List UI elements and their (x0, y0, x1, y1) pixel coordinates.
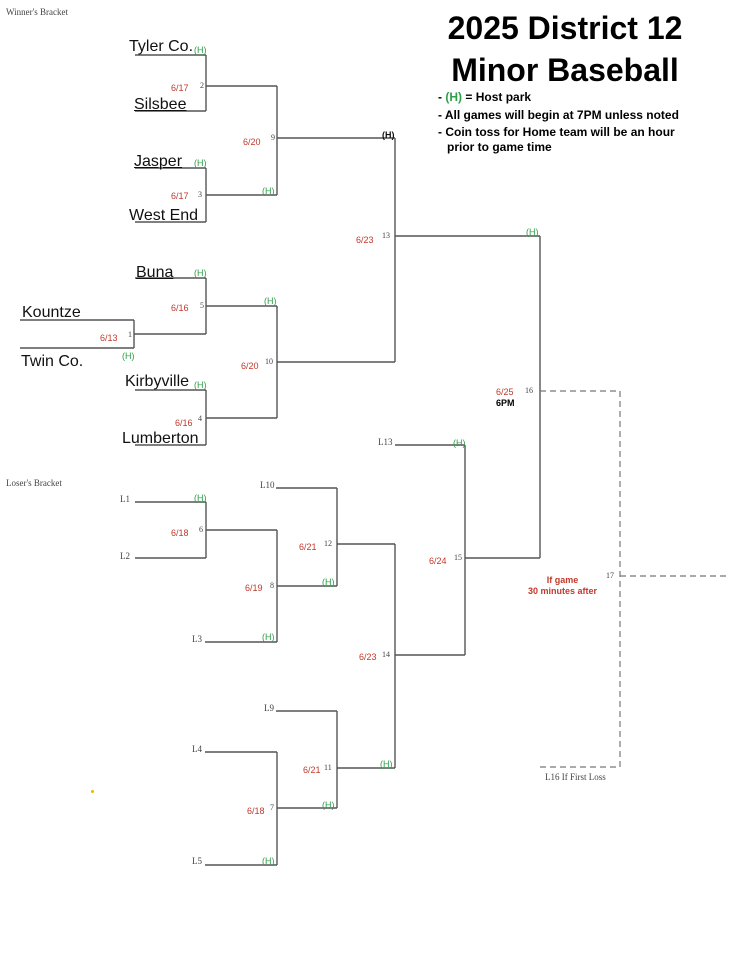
host-marker: (H) (262, 632, 275, 642)
game-number: 7 (270, 803, 274, 812)
host-marker: (H) (453, 438, 466, 448)
game-number: 9 (271, 133, 275, 142)
game-number: 1 (128, 330, 132, 339)
game-date: 6/21 (299, 542, 317, 552)
if-game-note-1: If game (546, 575, 579, 585)
game-date: 6/13 (100, 333, 118, 343)
host-marker: (H) (194, 493, 207, 503)
loser-slot: L2 (120, 551, 130, 561)
host-marker: (H) (194, 380, 207, 390)
game-number: 2 (200, 81, 204, 90)
game-number: 11 (324, 763, 332, 772)
loser-slot: L3 (192, 634, 202, 644)
game-date: 6/25 (496, 387, 514, 397)
team-west-end: West End (129, 207, 199, 224)
game-number: 15 (454, 553, 462, 562)
loser-slot: L4 (192, 744, 202, 754)
team-kountze: Kountze (22, 304, 81, 321)
team-tyler-co: Tyler Co. (129, 38, 194, 55)
note-coin-toss-1: - Coin toss for Home team will be an hou… (438, 125, 675, 139)
page-title-line2: Minor Baseball (451, 52, 679, 88)
game-date: 6/16 (175, 418, 193, 428)
host-marker: (H) (322, 577, 335, 587)
note-host-marker: (H) (445, 90, 463, 104)
game-number: 10 (265, 357, 273, 366)
loser-slot: L10 (260, 480, 275, 490)
if-game-note-2: 30 minutes after (527, 586, 598, 596)
note-host-park: - (H) = Host park (438, 91, 531, 103)
host-marker: (H) (526, 227, 539, 237)
host-marker: (H) (382, 130, 395, 140)
losers-bracket-label: Loser's Bracket (6, 478, 62, 488)
team-twin-co: Twin Co. (21, 353, 84, 370)
note-coin-toss-2: prior to game time (447, 140, 552, 154)
game-date: 6/23 (356, 235, 374, 245)
page-title-line1: 2025 District 12 (447, 10, 683, 46)
loser-slot: L9 (264, 703, 274, 713)
host-marker: (H) (322, 800, 335, 810)
game-date: 6/17 (171, 191, 189, 201)
loser-slot: L16 If First Loss (545, 772, 606, 782)
team-silsbee: Silsbee (134, 96, 187, 113)
loser-slot: L1 (120, 494, 130, 504)
game-number: 4 (198, 414, 202, 423)
game-date: 6/23 (359, 652, 377, 662)
game-number: 14 (382, 650, 390, 659)
game-number: 16 (525, 386, 533, 395)
game-number: 12 (324, 539, 332, 548)
team-jasper: Jasper (134, 153, 183, 170)
game-number: 8 (270, 581, 274, 590)
game-time: 6PM (496, 398, 515, 408)
loser-slot: L13 (378, 437, 393, 447)
game-number: 17 (606, 571, 614, 580)
note-start-time: - All games will begin at 7PM unless not… (438, 108, 679, 122)
team-buna: Buna (136, 264, 174, 281)
game-number: 5 (200, 301, 204, 310)
host-marker: (H) (194, 268, 207, 278)
game-number: 3 (198, 190, 202, 199)
game-date: 6/18 (171, 528, 189, 538)
note-host-text: = Host park (465, 90, 532, 104)
host-marker: (H) (262, 186, 275, 196)
host-marker: (H) (380, 759, 393, 769)
game-date: 6/21 (303, 765, 321, 775)
winners-bracket-label: Winner's Bracket (6, 7, 68, 17)
game-number: 13 (382, 231, 390, 240)
game-date: 6/18 (247, 806, 265, 816)
team-lumberton: Lumberton (122, 430, 199, 447)
game-date: 6/16 (171, 303, 189, 313)
game-date: 6/17 (171, 83, 189, 93)
host-marker: (H) (194, 45, 207, 55)
loser-slot: L5 (192, 856, 202, 866)
note-dash: - (438, 90, 446, 104)
host-marker: (H) (194, 158, 207, 168)
host-marker: (H) (264, 296, 277, 306)
host-marker: (H) (122, 351, 135, 361)
game-date: 6/19 (245, 583, 263, 593)
game-date: 6/20 (243, 137, 261, 147)
host-marker: (H) (262, 856, 275, 866)
game-date: 6/20 (241, 361, 259, 371)
stray-dot (91, 790, 94, 793)
team-kirbyville: Kirbyville (125, 373, 190, 390)
game-number: 6 (199, 525, 203, 534)
game-date: 6/24 (429, 556, 447, 566)
